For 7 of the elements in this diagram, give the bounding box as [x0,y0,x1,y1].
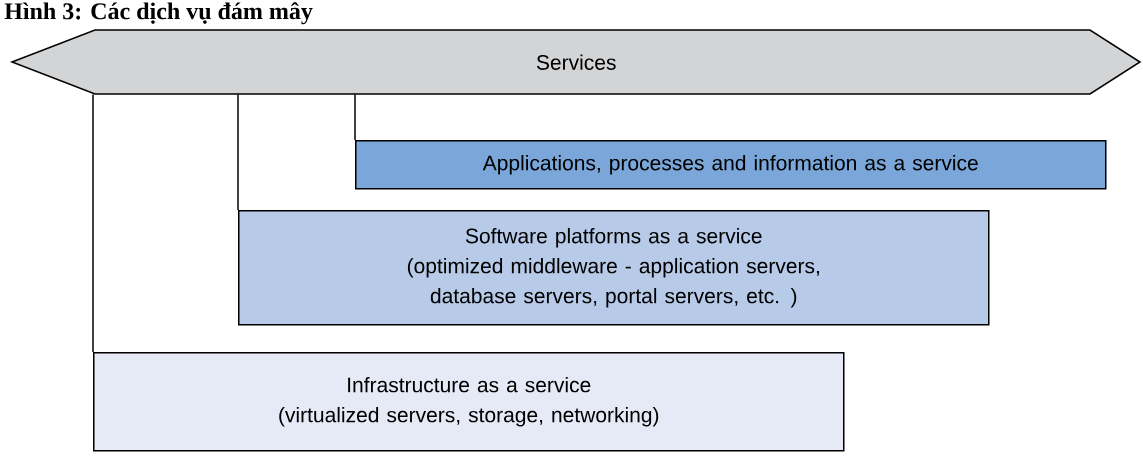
connector-line [237,93,239,211]
figure-title: Hình 3: Các dịch vụ đám mây [4,2,313,25]
connector-line [92,93,94,353]
service-layer-box: Applications, processes and information as a service [355,140,1107,190]
service-layer-box: Software platforms as a service (optimized middleware - application servers, database servers, portal servers, etc. ) [238,210,990,326]
service-layer-box: Infrastructure as a service (virtualized servers, storage, networking) [93,352,845,452]
connector-line [354,93,356,141]
